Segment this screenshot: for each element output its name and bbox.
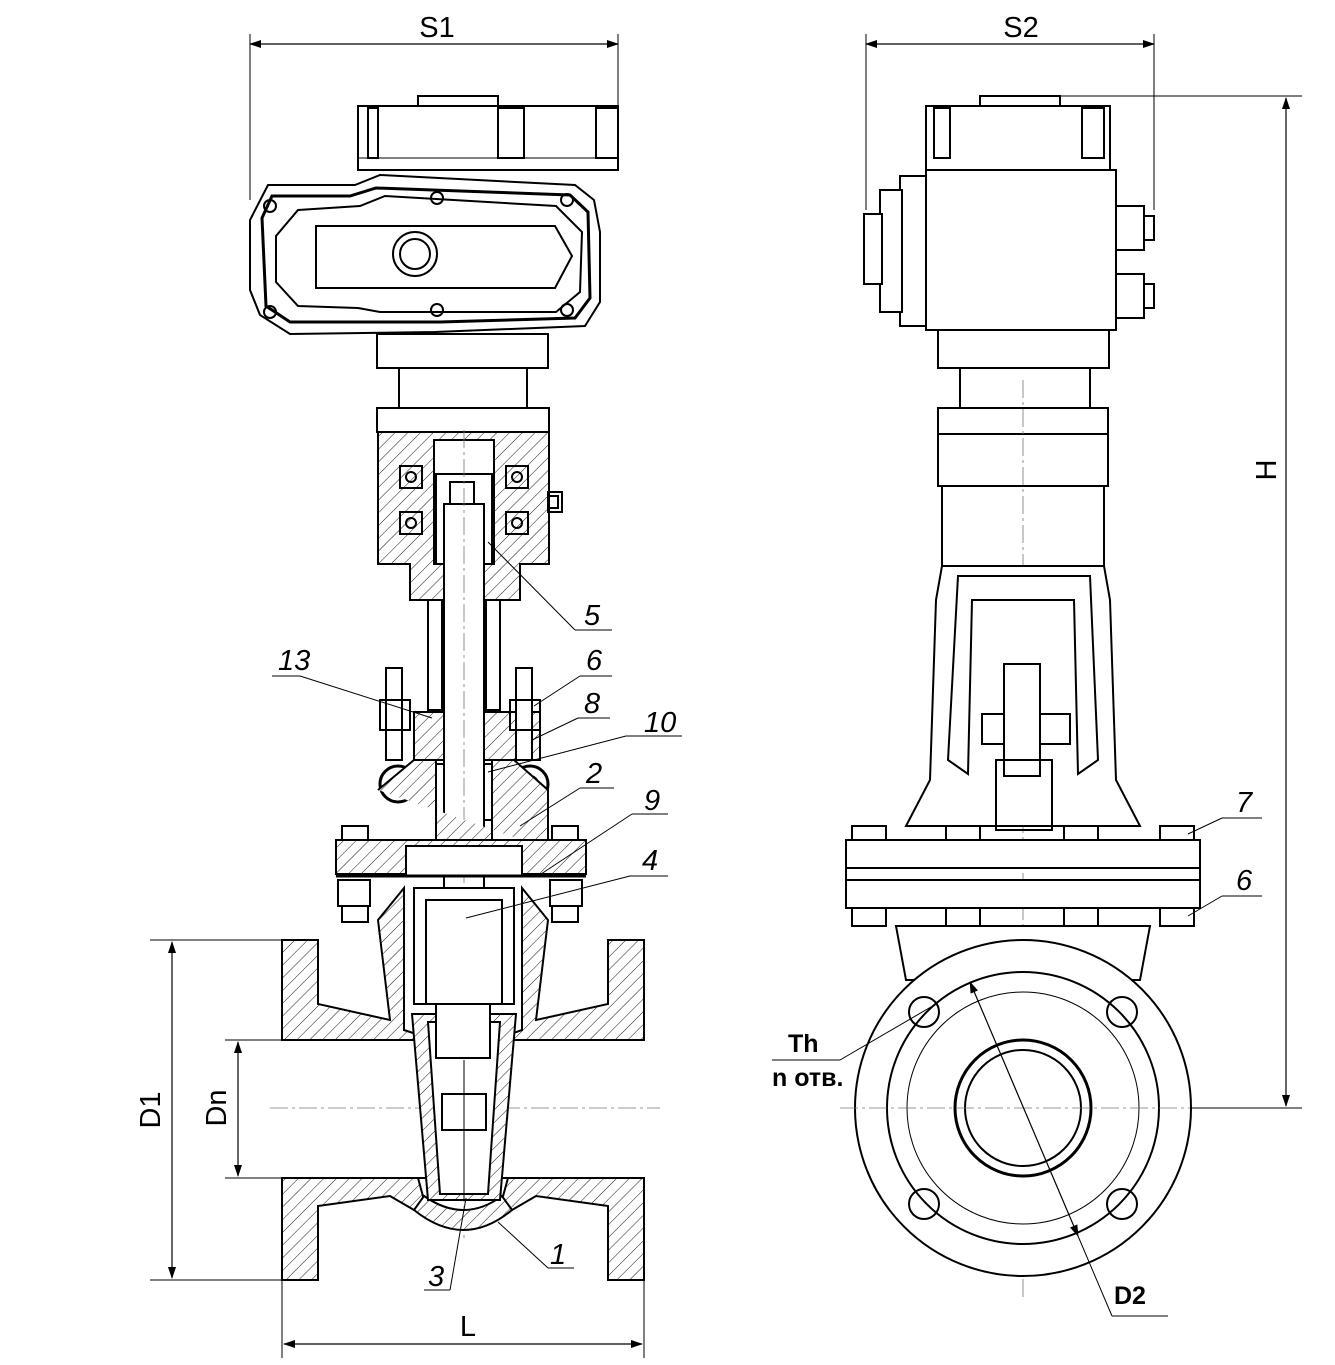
dim-d1-label: D1 — [135, 1091, 167, 1128]
part-10: 10 — [644, 707, 676, 739]
part-8: 8 — [584, 688, 600, 720]
dim-th-label: Th — [788, 1030, 819, 1058]
part-6-side: 6 — [1236, 865, 1253, 897]
part-6: 6 — [586, 645, 603, 677]
side-view — [840, 95, 1210, 1300]
bonnet-bolts — [337, 825, 583, 923]
actuator-adapter — [376, 333, 550, 433]
part-4: 4 — [642, 845, 658, 877]
part-3: 3 — [428, 1261, 444, 1293]
dim-s2-label: S2 — [1003, 12, 1038, 44]
side-part-callouts: 7 6 — [1187, 787, 1262, 917]
part-callouts: 5 6 8 10 2 9 4 13 1 3 — [272, 541, 682, 1293]
part-9: 9 — [644, 785, 660, 817]
part-7: 7 — [1236, 787, 1254, 819]
left-dimensions: S1 D1 Dn L — [135, 12, 645, 1358]
dim-h-label: H — [1251, 460, 1283, 481]
actuator-body — [249, 173, 601, 336]
dim-s1-label: S1 — [419, 12, 454, 44]
wedge-gate — [410, 887, 518, 1201]
dim-d2-label: D2 — [1114, 1282, 1146, 1310]
part-13: 13 — [278, 645, 310, 677]
bonnet — [335, 759, 587, 878]
part-2: 2 — [585, 758, 602, 790]
actuator-top-cover — [357, 95, 619, 171]
dim-l-label: L — [460, 1311, 476, 1343]
right-dimensions: S2 H D2 Th n отв. — [772, 12, 1302, 1317]
part-1: 1 — [550, 1239, 566, 1271]
front-section-view — [249, 95, 660, 1281]
part-5: 5 — [584, 600, 601, 632]
dim-n-holes-label: n отв. — [772, 1064, 843, 1092]
dim-dn-label: Dn — [201, 1089, 233, 1126]
end-flange-face — [840, 939, 1210, 1277]
